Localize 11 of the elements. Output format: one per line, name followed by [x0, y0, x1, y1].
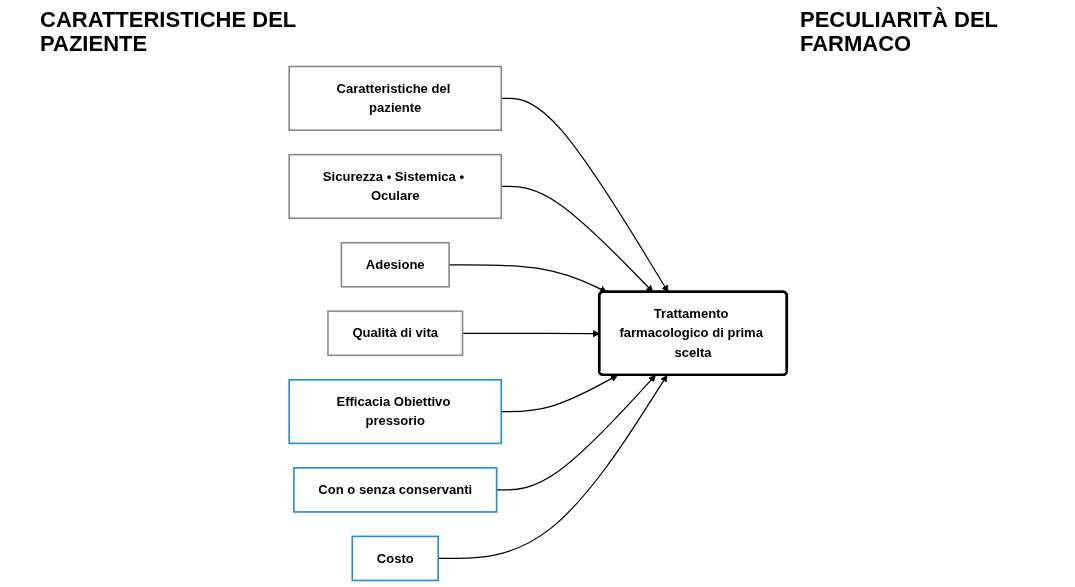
arrow	[437, 375, 667, 560]
node-box: Sicurezza • Sistemica • Oculare	[287, 153, 502, 220]
node-box: Caratteristiche del paziente	[287, 65, 502, 131]
arrow	[500, 375, 618, 413]
node-box: Adesione	[340, 241, 450, 288]
section-heading: CARATTERISTICHE DEL PAZIENTE	[40, 8, 297, 56]
node-box: Con o senza conservanti	[292, 467, 497, 513]
node-box: Costo	[350, 535, 439, 582]
node-box: Qualità di vita	[326, 310, 463, 357]
section-heading: PECULIARITÀ DEL FARMACO	[800, 8, 999, 56]
node-box: Efficacia Obiettivo pressorio	[287, 378, 502, 445]
